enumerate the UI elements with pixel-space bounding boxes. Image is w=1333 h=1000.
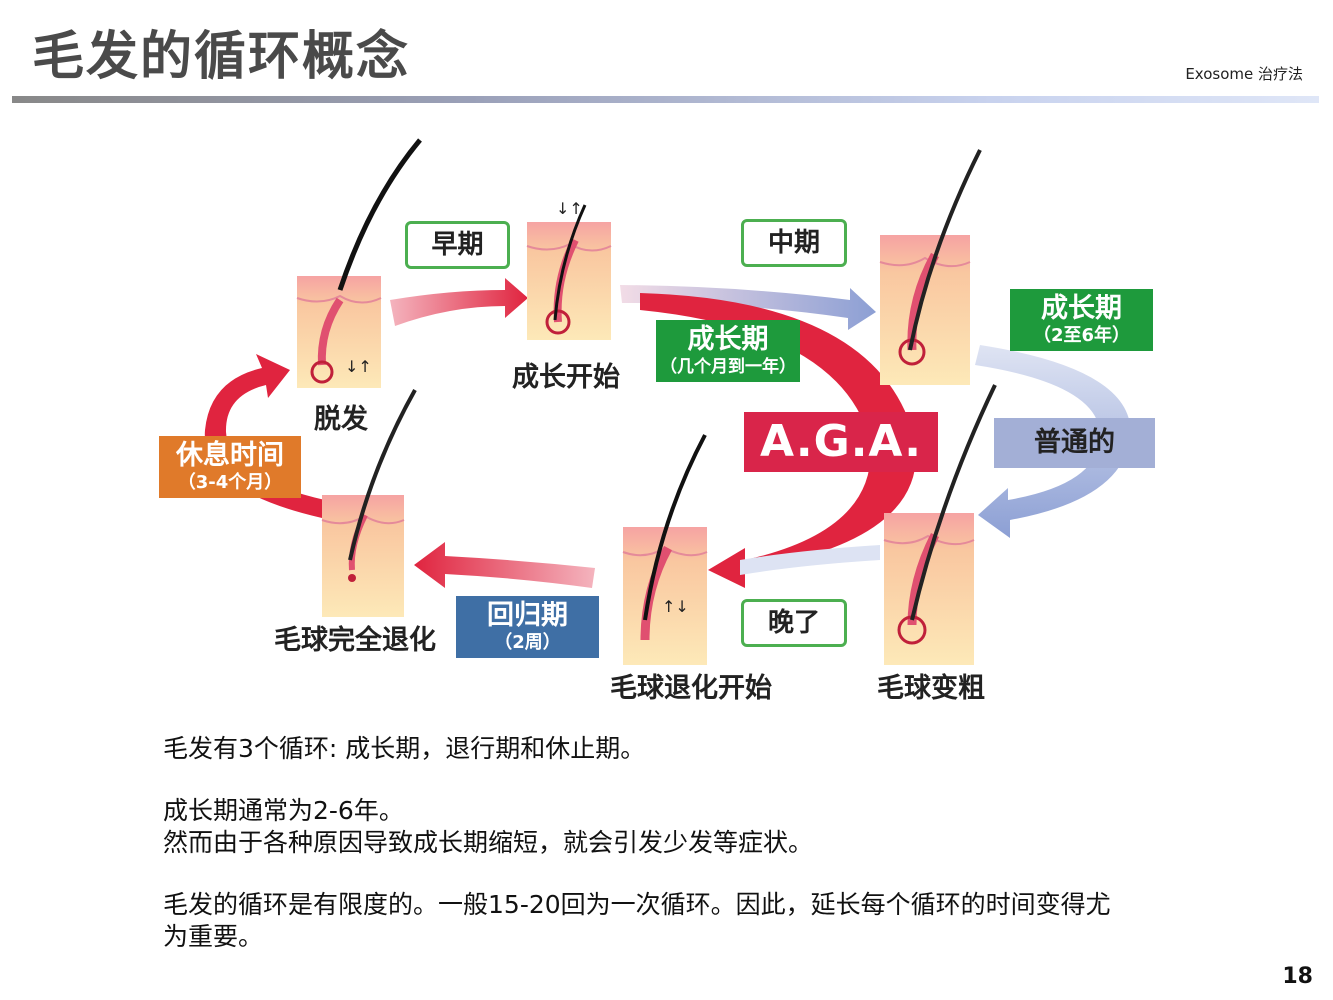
growth-normal-box: 成长期 （2至6年） — [1010, 289, 1153, 351]
svg-text:↓↑: ↓↑ — [556, 199, 583, 218]
growth-aga-box: 成长期 （几个月到一年） — [656, 320, 800, 382]
body-paragraph-2b: 然而由于各种原因导致成长期缩短，就会引发少发等症状。 — [163, 828, 814, 857]
rest-title: 休息时间 — [176, 440, 284, 471]
regression-sub: （2周） — [494, 632, 561, 653]
aga-label: A.G.A. — [744, 412, 938, 472]
rest-sub: （3-4个月） — [177, 472, 283, 493]
stage-label-thicken: 毛球变粗 — [877, 673, 985, 704]
growth-aga-title: 成长期 — [687, 324, 769, 355]
body-paragraph-1: 毛发有3个循环: 成长期，退行期和休止期。 — [163, 734, 646, 763]
phase-tag-early: 早期 — [405, 221, 510, 269]
growth-aga-sub: （几个月到一年） — [660, 357, 796, 377]
skin-panel-complete-regression — [321, 389, 417, 617]
skin-panel-thicken — [883, 384, 997, 665]
growth-normal-sub: （2至6年） — [1032, 325, 1131, 346]
growth-normal-title: 成长期 — [1041, 293, 1122, 324]
phase-tag-middle: 中期 — [741, 219, 847, 267]
brand-label: Exosome 治疗法 — [1185, 65, 1303, 83]
aga-curve-arrow — [640, 293, 917, 588]
skin-panel-growth-start: ↓↑ — [526, 199, 612, 340]
stage-label-complete-regression: 毛球完全退化 — [274, 625, 436, 656]
regression-title: 回归期 — [487, 600, 568, 631]
body-paragraph-3a: 毛发的循环是有限度的。一般15-20回为一次循环。因此，延长每个循环的时间变得尤 — [163, 890, 1111, 919]
arrow-loss-to-growth — [390, 278, 528, 326]
rest-box: 休息时间 （3-4个月） — [159, 436, 301, 498]
title-underline — [12, 96, 1319, 103]
body-paragraph-2a: 成长期通常为2-6年。 — [163, 796, 404, 825]
arrow-regression-to-complete — [414, 542, 595, 588]
stage-label-regression-start: 毛球退化开始 — [610, 673, 772, 704]
arrow-thicken-to-regression — [740, 545, 880, 575]
skin-panel-middle — [879, 149, 982, 385]
body-paragraph-3b: 为重要。 — [163, 922, 264, 951]
page-title: 毛发的循环概念 — [32, 27, 411, 87]
stage-label-hair-loss: 脱发 — [314, 404, 368, 435]
svg-text:↑↓: ↑↓ — [662, 597, 689, 616]
svg-text:↓↑: ↓↑ — [345, 357, 372, 376]
normal-curve-arrow — [975, 345, 1131, 538]
phase-tag-late: 晚了 — [741, 599, 847, 647]
regression-box: 回归期 （2周） — [456, 596, 599, 658]
normal-label: 普通的 — [994, 418, 1155, 468]
stage-label-growth-start: 成长开始 — [512, 362, 620, 393]
page-number: 18 — [1282, 964, 1313, 989]
skin-panel-hair-loss: ↓↑ — [296, 138, 422, 388]
skin-panel-regression-start: ↑↓ — [622, 434, 708, 665]
